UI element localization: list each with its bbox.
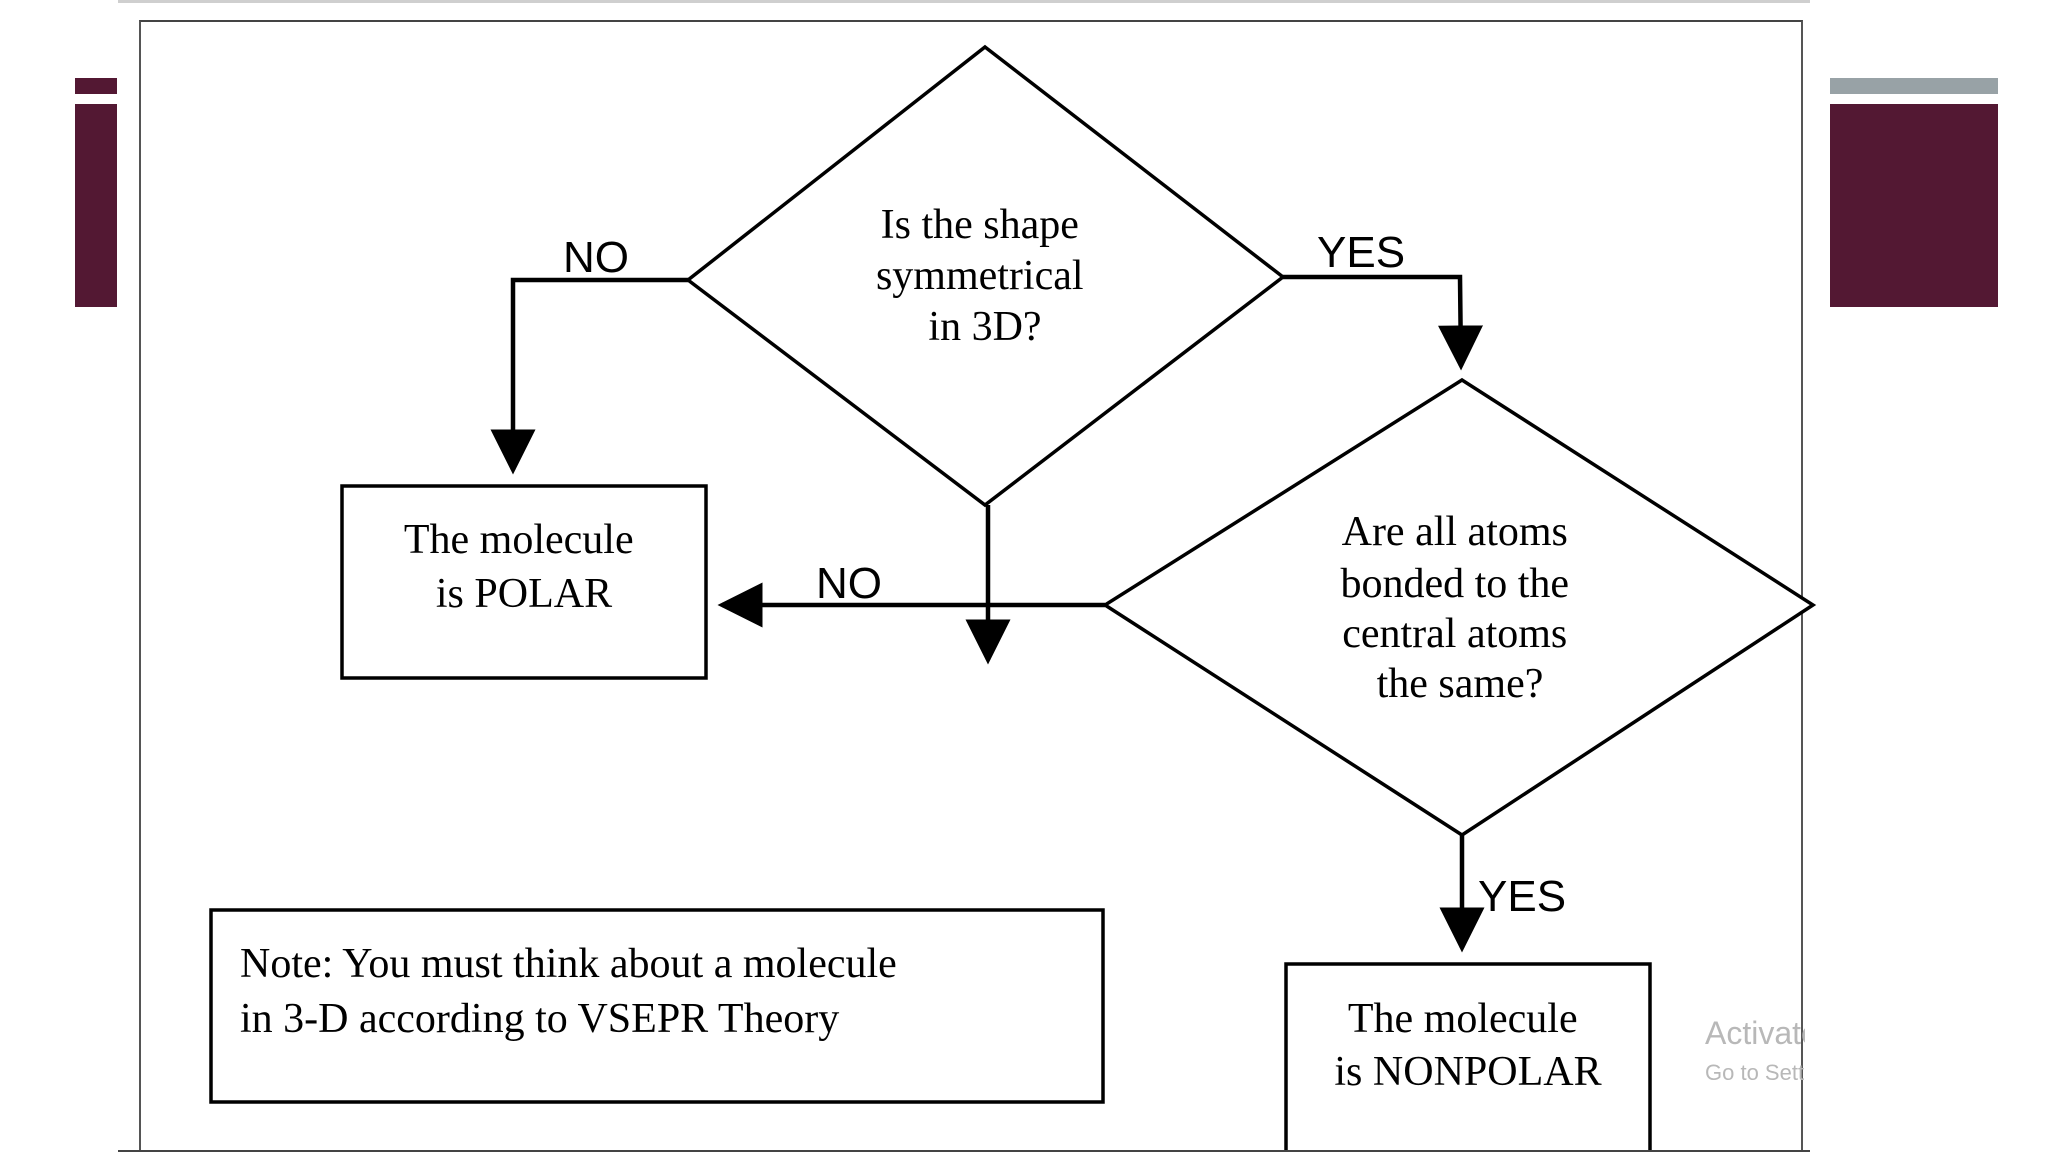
top-rule [118,0,1810,3]
result-polar-box [340,484,708,680]
edge-label-d1-yes: YES [1317,228,1405,277]
note-box [209,908,1105,1104]
watermark-line1: Activate [1705,1015,1805,1051]
activation-watermark: Activate Go to Setti [1705,1015,1805,1115]
result-polar-text: The molecule is POLAR [404,517,644,617]
right-accent-block [1830,104,1998,307]
bottom-rule [118,1150,1810,1152]
edge-d1-yes-to-d2 [1283,274,1484,371]
decision-symmetry-text: Is the shape symmetrical in 3D? [876,202,1094,350]
note-text: Note: You must think about a molecule in… [240,941,907,1042]
result-nonpolar-box [1284,962,1652,1152]
edge-d1-no-to-polar [490,277,688,475]
left-accent-bar [75,104,117,307]
watermark-line2: Go to Setti [1705,1060,1805,1085]
result-nonpolar-text: The molecule is NONPOLAR [1334,996,1601,1095]
decision-atoms-same-diamond [1101,377,1817,838]
left-accent-small [75,78,117,94]
right-accent-gray [1830,78,1998,94]
edge-label-d1-no: NO [563,233,629,282]
edge-label-d2-yes: YES [1478,872,1566,921]
decision-symmetry-diamond [685,44,1286,508]
decision-atoms-same-text: Are all atoms bonded to the central atom… [1340,509,1579,707]
edge-label-d2-no: NO [816,559,882,608]
